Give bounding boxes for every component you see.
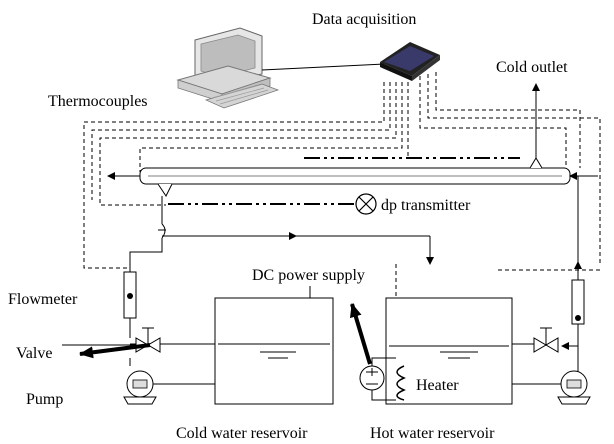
thermocouples-label: Thermocouples [48,93,148,110]
cold-water-reservoir [214,297,334,405]
pump-label: Pump [26,391,63,408]
computer-daq-cable [261,63,385,71]
cold-water-reservoir-label: Cold water reservoir [176,425,308,442]
valve-pointer-arrow [79,343,151,359]
heater-label: Heater [416,377,459,394]
heater-coil-icon [396,365,406,401]
flowmeter-label: Flowmeter [8,291,78,308]
cold-outlet-label: Cold outlet [496,59,568,76]
hot-water-reservoir-label: Hot water reservoir [370,425,495,442]
dp-transmitter-cross [358,196,374,212]
pump-right-icon [510,370,591,405]
power-source-icon [359,365,385,391]
computer-icon [176,27,280,109]
hot-water-reservoir [385,297,513,405]
valve-label: Valve [16,345,52,362]
flowmeter-right-icon [571,279,585,325]
power-pointer-arrow [349,303,372,365]
thermocouple-wires [83,72,601,400]
cold-water-loop [129,196,216,366]
pump-left-icon [123,370,215,405]
pressure-lines [168,157,520,205]
dp-transmitter-label: dp transmitter [381,197,471,214]
dc-power-supply-label: DC power supply [252,267,365,284]
heat-exchanger-tube [139,157,571,197]
valve-right-icon [533,327,559,353]
valve-left-icon [135,327,161,353]
flowmeter-left-icon [123,271,137,319]
data-acquisition-device-icon [380,42,440,81]
hot-water-loop [512,176,579,376]
data-acquisition-label: Data acquisition [312,11,416,28]
